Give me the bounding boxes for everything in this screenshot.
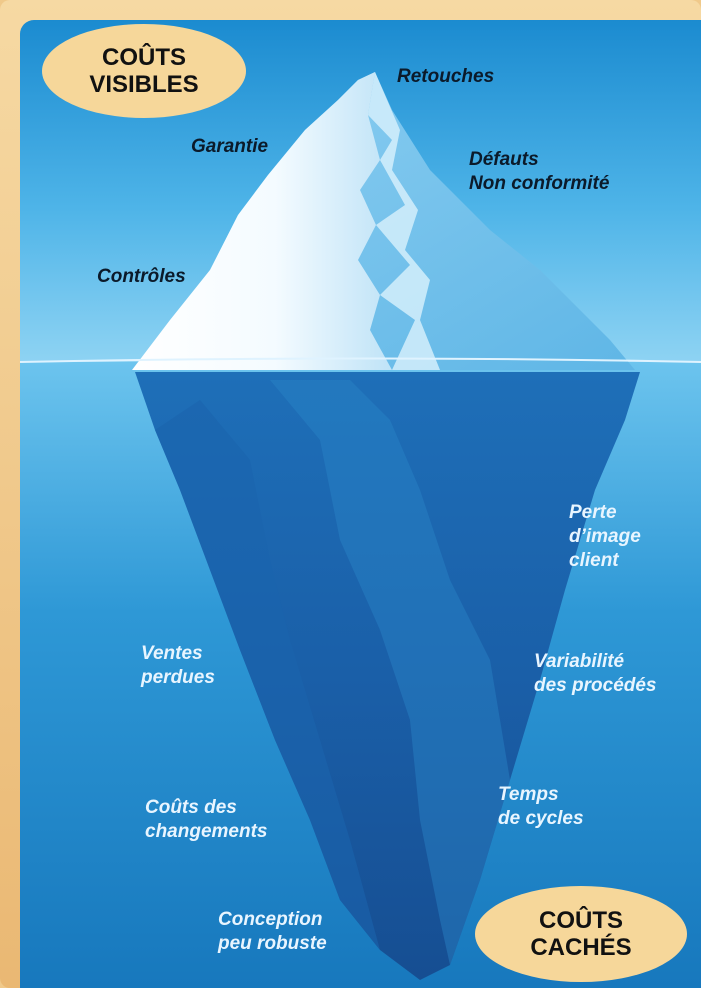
label-variabilite-procedes: Variabilité des procédés — [534, 650, 657, 698]
label-perte-line3: client — [569, 550, 619, 571]
label-defauts-line2: Non conformité — [469, 173, 610, 194]
bubble-visible-line1: COÛTS — [102, 44, 186, 71]
label-changements-line2: changements — [145, 821, 268, 842]
waterline — [20, 357, 701, 363]
bubble-hidden-line2: CACHÉS — [530, 934, 632, 961]
label-conception-line2: peu robuste — [218, 933, 327, 954]
label-couts-changements: Coûts des changements — [145, 796, 267, 844]
label-temps-line2: de cycles — [498, 808, 584, 829]
label-variabilite-line2: des procédés — [534, 675, 657, 696]
label-perte-line1: Perte — [569, 502, 617, 523]
iceberg-panel: Retouches Garantie Défauts Non conformit… — [20, 20, 701, 988]
label-perte-line2: d’image — [569, 526, 641, 547]
label-temps-line1: Temps — [498, 784, 559, 805]
label-perte-image-client: Perte d’image client — [569, 501, 641, 573]
label-controles: Contrôles — [97, 266, 186, 287]
label-conception-peu-robuste: Conception peu robuste — [218, 908, 327, 956]
label-temps-cycles: Temps de cycles — [498, 783, 584, 831]
label-ventes-line1: Ventes — [141, 643, 203, 664]
label-garantie: Garantie — [191, 136, 269, 157]
label-ventes-line2: perdues — [141, 667, 215, 688]
iceberg-underwater — [135, 372, 640, 980]
label-defauts: Défauts Non conformité — [469, 148, 609, 196]
label-retouches: Retouches — [397, 66, 495, 87]
iceberg-illustration — [20, 72, 701, 980]
label-ventes-perdues: Ventes perdues — [141, 642, 215, 690]
bubble-couts-caches: COÛTS CACHÉS — [475, 886, 687, 982]
bubble-hidden-line1: COÛTS — [539, 907, 623, 934]
iceberg-tip — [132, 72, 635, 370]
bubble-couts-visibles: COÛTS VISIBLES — [42, 24, 246, 118]
label-defauts-line1: Défauts — [469, 149, 539, 170]
bubble-visible-line2: VISIBLES — [89, 71, 199, 98]
label-variabilite-line1: Variabilité — [534, 651, 625, 672]
label-changements-line1: Coûts des — [145, 797, 237, 818]
label-conception-line1: Conception — [218, 909, 323, 930]
